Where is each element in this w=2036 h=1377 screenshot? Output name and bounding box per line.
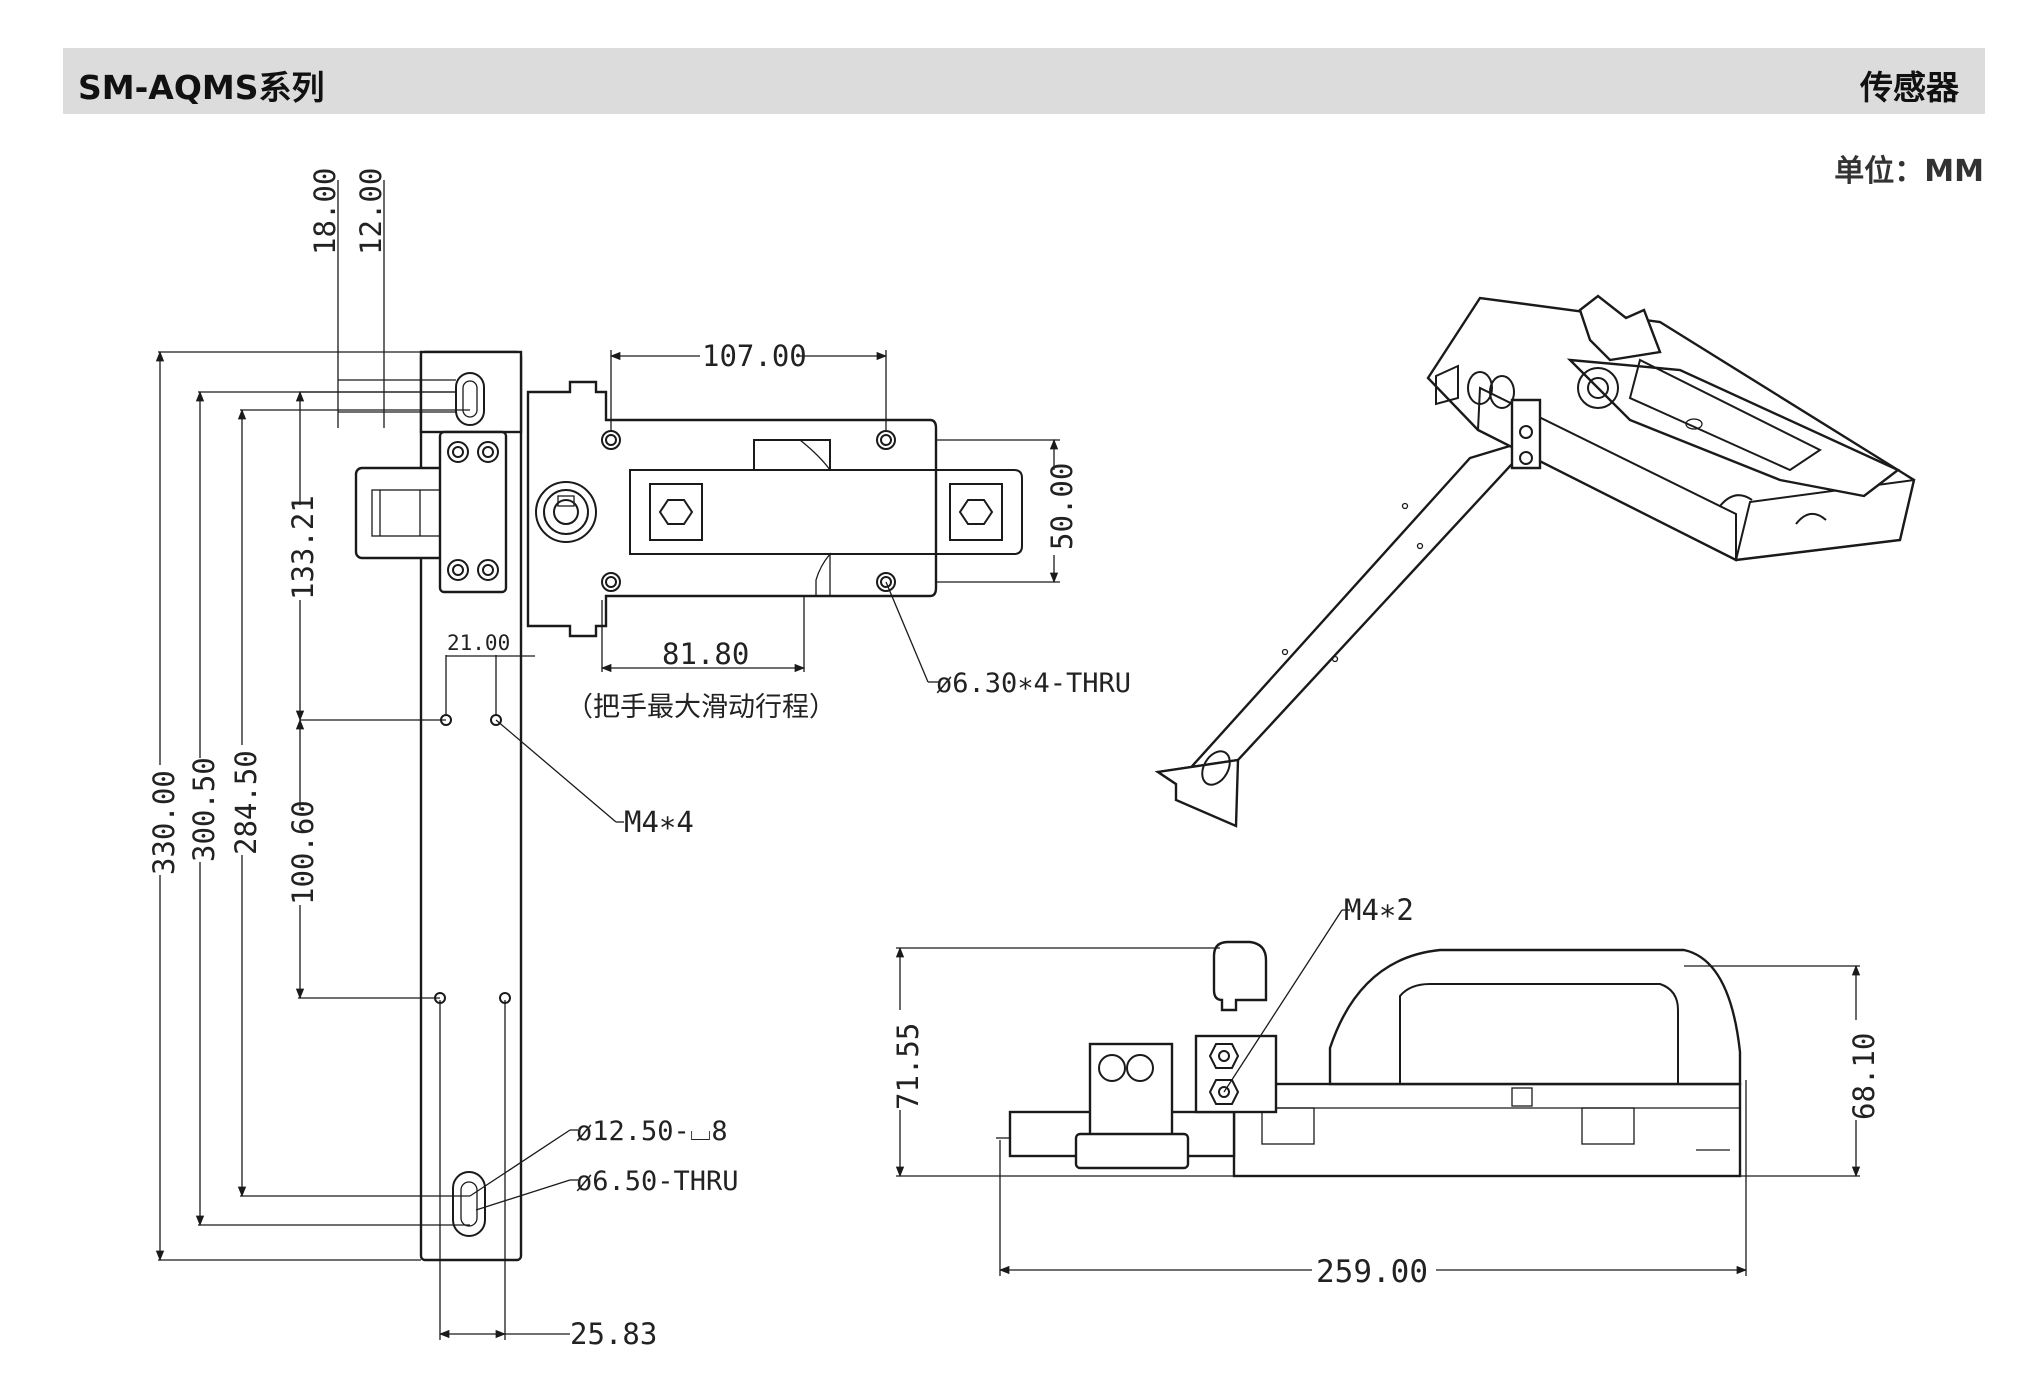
header-bar: SM-AQMS系列 传感器 [63,48,1985,114]
iso-clamp [1510,398,1542,470]
travel-note: （把手最大滑动行程） [566,692,836,723]
screw-icon [477,559,499,581]
dim-330: 330.00 [147,770,181,875]
handle [629,469,1023,555]
latch-block [354,466,448,560]
iso-slot [1201,750,1231,786]
dim-50: 50.00 [1045,463,1079,550]
handle-end-right [949,483,1003,541]
hole-spec: ø6.30∗4-THRU [936,668,1131,699]
iso-lock-icon [1577,367,1619,409]
handle-end-left [649,483,703,541]
dim-18: 18.00 [308,168,342,255]
series-title: SM-AQMS系列 [78,68,325,107]
lock-cylinder-icon [535,481,597,543]
dim-300-50: 300.50 [187,757,221,862]
dim-133-21: 133.21 [286,495,320,600]
slot-spec-2: ø6.50-THRU [576,1166,739,1197]
mount-hole [601,572,621,592]
screw-icon [447,559,469,581]
category-title: 传感器 [1860,68,1959,107]
screw-icon [477,441,499,463]
top-slot-inner [462,380,478,418]
top-view: 18.00 12.00 107.00 50.00 133.21 81.80 （把… [147,168,1131,1351]
sensor-body [526,380,938,638]
dim-81-80: 81.80 [662,637,749,671]
clamp-block [438,430,508,594]
dim-25-83: 25.83 [570,1317,657,1351]
screw-icon [447,441,469,463]
dim-259: 259.00 [1316,1254,1428,1290]
slot-spec-1: ø12.50-⌴8 [576,1116,728,1147]
side-base [1232,1082,1742,1178]
iso-key [1578,294,1662,362]
dim-21: 21.00 [447,631,510,655]
bottom-slot-inner [460,1181,478,1227]
isometric-view [1154,294,1916,828]
side-flag [1212,940,1268,1012]
iso-handle [1566,358,1901,498]
top-slot [455,372,485,426]
mount-hole [876,572,896,592]
side-view: M4∗2 71.55 68.10 259.00 [891,893,1881,1290]
mount-hole [876,430,896,450]
dim-107: 107.00 [702,339,807,373]
dim-71-55: 71.55 [891,1023,925,1110]
m4x2-callout: M4∗2 [1344,893,1414,927]
unit-label: 单位：MM [1834,154,1984,189]
dim-284-50: 284.50 [229,750,263,855]
dim-68-10: 68.10 [1847,1033,1881,1120]
iso-arm [1154,435,1540,786]
dim-100-60: 100.60 [286,800,320,905]
bottom-slot [452,1171,486,1237]
m4x4-callout: M4∗4 [624,805,694,839]
mount-hole [601,430,621,450]
dim-12: 12.00 [354,168,388,255]
